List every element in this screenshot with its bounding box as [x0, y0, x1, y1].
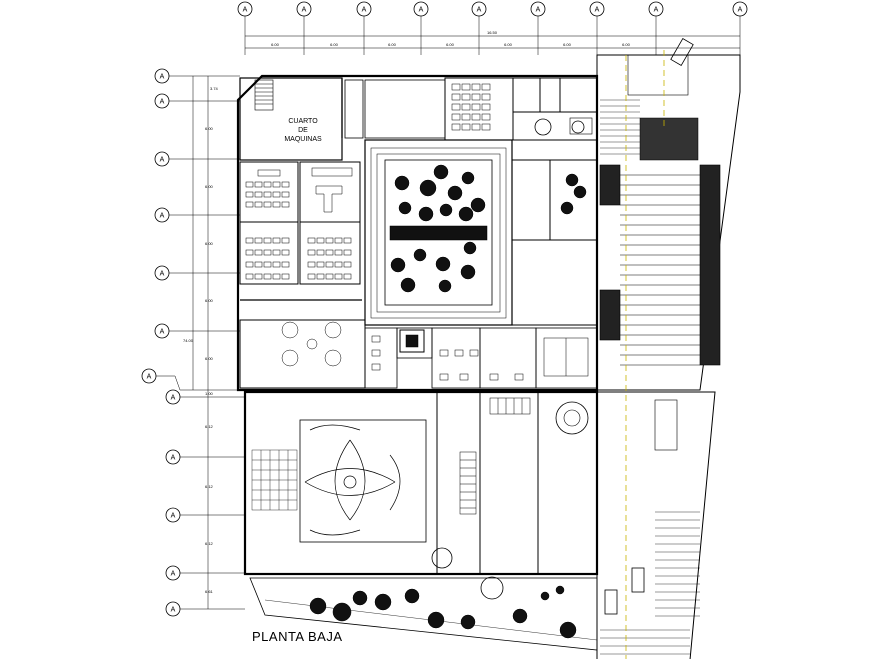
svg-text:A: A	[171, 571, 176, 578]
axis-bubble: A	[413, 1, 429, 17]
svg-text:A: A	[147, 374, 152, 381]
axis-bubble: A	[165, 507, 181, 523]
svg-text:A: A	[243, 7, 248, 14]
svg-text:A: A	[595, 7, 600, 14]
svg-text:6.00: 6.00	[446, 42, 455, 47]
right-access	[596, 38, 741, 659]
svg-text:A: A	[160, 157, 165, 164]
axis-bubble: A	[165, 601, 181, 617]
axis-bubble: A	[154, 68, 170, 84]
svg-text:6.00: 6.00	[622, 42, 631, 47]
svg-text:6.12: 6.12	[205, 484, 214, 489]
svg-text:6.00: 6.00	[205, 184, 214, 189]
svg-text:A: A	[738, 7, 743, 14]
svg-text:A: A	[171, 513, 176, 520]
top-axis-bubbles: A A A A A A A A A	[237, 1, 748, 17]
drawing-title: PLANTA BAJA	[252, 629, 343, 644]
svg-text:6.12: 6.12	[205, 424, 214, 429]
svg-text:DE: DE	[298, 127, 308, 134]
svg-text:A: A	[171, 455, 176, 462]
svg-text:A: A	[362, 7, 367, 14]
svg-text:6.00: 6.00	[205, 241, 214, 246]
left-segment-dimensions: 3.74 6.00 6.00 6.00 6.00 6.00 1.00 6.12 …	[205, 86, 219, 594]
axis-bubble: A	[154, 93, 170, 109]
axis-bubble: A	[154, 265, 170, 281]
svg-text:6.12: 6.12	[205, 541, 214, 546]
svg-text:6.00: 6.00	[205, 126, 214, 131]
left-dimension-lines	[156, 75, 245, 610]
axis-bubble: A	[237, 1, 253, 17]
svg-text:6.00: 6.00	[504, 42, 513, 47]
desk-grid-top	[451, 83, 491, 131]
left-axis-bubbles: A A A A A A A A A A A A	[141, 68, 181, 617]
svg-text:A: A	[171, 395, 176, 402]
axis-bubble: A	[165, 389, 181, 405]
svg-text:CUARTO: CUARTO	[288, 118, 318, 125]
desk-grid-left-2	[245, 237, 290, 280]
ramp-stripes	[600, 511, 700, 655]
svg-text:A: A	[419, 7, 424, 14]
svg-text:A: A	[477, 7, 482, 14]
axis-bubble: A	[141, 368, 157, 384]
svg-text:A: A	[160, 74, 165, 81]
svg-text:1.00: 1.00	[205, 391, 214, 396]
svg-text:6.00: 6.00	[330, 42, 339, 47]
svg-text:3.74: 3.74	[210, 86, 219, 91]
svg-text:6.61: 6.61	[205, 589, 214, 594]
axis-bubble: A	[356, 1, 372, 17]
axis-bubble: A	[154, 323, 170, 339]
bathroom-fixtures	[371, 329, 589, 381]
courtyard-trees	[389, 164, 488, 293]
axis-bubble: A	[165, 565, 181, 581]
classroom-desks	[245, 83, 491, 367]
office-trees	[560, 173, 587, 215]
grid-plaza	[251, 449, 298, 511]
overall-top-dimension: 16.50	[487, 30, 498, 35]
svg-text:A: A	[654, 7, 659, 14]
svg-text:A: A	[160, 213, 165, 220]
lower-building	[243, 390, 599, 600]
svg-text:A: A	[171, 607, 176, 614]
axis-bubble: A	[589, 1, 605, 17]
svg-text:6.00: 6.00	[205, 298, 214, 303]
machine-room-label: CUARTO DE MAQUINAS	[284, 118, 322, 143]
axis-bubble: A	[471, 1, 487, 17]
svg-text:MAQUINAS: MAQUINAS	[284, 136, 322, 143]
svg-text:A: A	[536, 7, 541, 14]
svg-text:6.00: 6.00	[271, 42, 280, 47]
axis-bubble: A	[732, 1, 748, 17]
svg-text:A: A	[160, 271, 165, 278]
axis-bubble: A	[165, 449, 181, 465]
axis-bubble: A	[154, 151, 170, 167]
stair-top-left	[254, 79, 274, 111]
top-dimension-lines	[244, 16, 741, 55]
upper-building	[236, 74, 599, 392]
parking-stripes	[599, 164, 721, 366]
svg-text:6.00: 6.00	[388, 42, 397, 47]
desk-grid-left-1	[245, 169, 290, 208]
overall-left-dimension: 74.00	[183, 338, 194, 343]
auditorium	[304, 424, 401, 536]
desk-grid-mid	[307, 237, 352, 280]
axis-bubble: A	[648, 1, 664, 17]
svg-text:A: A	[302, 7, 307, 14]
axis-bubble: A	[154, 207, 170, 223]
svg-text:A: A	[160, 329, 165, 336]
axis-bubble: A	[296, 1, 312, 17]
top-segment-dimensions: 6.00 6.00 6.00 6.00 6.00 6.00 6.00	[271, 42, 631, 47]
svg-text:A: A	[160, 99, 165, 106]
garden-trees	[309, 585, 577, 639]
axis-bubble: A	[530, 1, 546, 17]
svg-text:6.00: 6.00	[563, 42, 572, 47]
stair-lower	[459, 397, 531, 515]
svg-text:6.00: 6.00	[205, 356, 214, 361]
hatched-pavement	[600, 99, 640, 155]
